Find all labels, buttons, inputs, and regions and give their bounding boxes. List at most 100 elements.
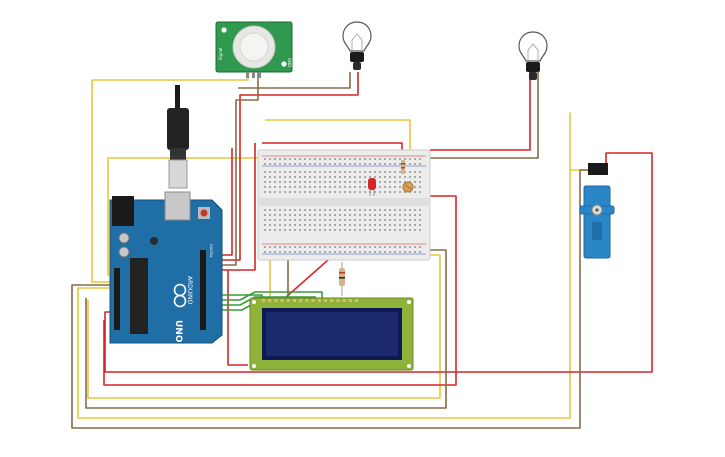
wire-brown-bulb2[interactable]: [430, 72, 539, 159]
breadboard-hole: [269, 219, 271, 221]
breadboard-hole: [324, 209, 326, 211]
wire-red-bb-right[interactable]: [103, 195, 457, 386]
breadboard-hole: [304, 176, 306, 178]
wire-red-bb-lcd[interactable]: [227, 270, 248, 366]
breadboard-hole: [404, 191, 406, 193]
breadboard-hole: [324, 229, 326, 231]
breadboard-hole: [349, 246, 351, 248]
breadboard-hole: [339, 171, 341, 173]
lcd-display[interactable]: [249, 297, 414, 371]
breadboard-hole: [344, 176, 346, 178]
breadboard-hole: [394, 219, 396, 221]
breadboard-hole: [384, 219, 386, 221]
breadboard-hole: [364, 163, 366, 165]
breadboard-hole: [294, 214, 296, 216]
light-bulb-2[interactable]: [518, 31, 548, 80]
breadboard-hole: [329, 186, 331, 188]
breadboard-hole: [414, 171, 416, 173]
wire-brown-bulb1[interactable]: [238, 72, 351, 89]
breadboard-hole: [334, 163, 336, 165]
breadboard-hole: [419, 158, 421, 160]
wire-brown-bb[interactable]: [85, 249, 447, 409]
breadboard-hole: [364, 224, 366, 226]
breadboard-hole: [364, 191, 366, 193]
breadboard-hole: [354, 214, 356, 216]
breadboard-hole: [294, 224, 296, 226]
pir-sensor[interactable]: Signal GND: [215, 21, 293, 78]
breadboard-hole: [334, 191, 336, 193]
breadboard-hole: [264, 209, 266, 211]
breadboard-hole: [354, 229, 356, 231]
breadboard-hole: [299, 251, 301, 253]
wire-yellow-bb[interactable]: [265, 119, 411, 150]
breadboard-hole: [294, 246, 296, 248]
reset-button[interactable]: [200, 209, 208, 217]
breadboard-hole: [314, 181, 316, 183]
breadboard-hole: [294, 251, 296, 253]
breadboard-hole: [269, 214, 271, 216]
wire-red-5v[interactable]: [212, 143, 256, 271]
light-bulb-1[interactable]: [342, 21, 372, 70]
breadboard-hole: [299, 214, 301, 216]
breadboard-hole: [354, 171, 356, 173]
breadboard-hole: [279, 214, 281, 216]
breadboard-hole: [264, 191, 266, 193]
wire-yellow-lcd[interactable]: [87, 254, 441, 399]
breadboard-hole: [389, 224, 391, 226]
breadboard-hole: [339, 246, 341, 248]
resistor-1[interactable]: [401, 160, 405, 174]
breadboard-hole: [369, 219, 371, 221]
breadboard-hole: [339, 158, 341, 160]
lcd-pin: [293, 299, 296, 302]
breadboard-hole: [329, 171, 331, 173]
breadboard-hole: [354, 251, 356, 253]
breadboard-hole: [364, 209, 366, 211]
breadboard-hole: [339, 191, 341, 193]
breadboard-hole: [294, 176, 296, 178]
breadboard[interactable]: [257, 149, 431, 261]
breadboard-hole: [314, 229, 316, 231]
wire-yellow-servo[interactable]: [77, 112, 592, 419]
breadboard-hole: [359, 171, 361, 173]
breadboard-hole: [394, 191, 396, 193]
wire-red-bulb2[interactable]: [430, 72, 531, 151]
wire-brown-servo[interactable]: [71, 169, 599, 429]
breadboard-hole: [354, 209, 356, 211]
wire-green-2[interactable]: [212, 291, 323, 301]
breadboard-hole: [319, 224, 321, 226]
arduino-maker-label: ARDUINO: [186, 276, 193, 305]
wire-green-3[interactable]: [212, 296, 316, 306]
breadboard-hole: [294, 186, 296, 188]
wire-red-bulb1[interactable]: [212, 72, 359, 261]
red-led[interactable]: [368, 178, 376, 196]
breadboard-hole: [354, 176, 356, 178]
photoresistor[interactable]: [402, 181, 414, 193]
breadboard-hole: [274, 246, 276, 248]
breadboard-hole: [329, 158, 331, 160]
breadboard-hole: [339, 224, 341, 226]
breadboard-hole: [324, 191, 326, 193]
lcd-pin: [280, 299, 284, 302]
breadboard-hole: [399, 246, 401, 248]
breadboard-hole: [309, 186, 311, 188]
breadboard-hole: [379, 181, 381, 183]
breadboard-hole: [334, 171, 336, 173]
resistor-lcd[interactable]: [339, 262, 345, 296]
breadboard-hole: [379, 191, 381, 193]
breadboard-hole: [399, 219, 401, 221]
breadboard-hole: [319, 191, 321, 193]
wire-brown-pir-gnd[interactable]: [212, 72, 259, 266]
breadboard-hole: [334, 224, 336, 226]
arduino-uno[interactable]: ARDUINO UNO DIGITAL: [109, 191, 223, 344]
breadboard-hole: [299, 209, 301, 211]
breadboard-hole: [364, 246, 366, 248]
breadboard-hole: [334, 214, 336, 216]
breadboard-hole: [384, 246, 386, 248]
wire-red-servo[interactable]: [104, 152, 653, 373]
breadboard-hole: [359, 214, 361, 216]
breadboard-hole: [349, 176, 351, 178]
breadboard-hole: [359, 163, 361, 165]
breadboard-hole: [359, 229, 361, 231]
servo-motor[interactable]: [579, 163, 615, 259]
